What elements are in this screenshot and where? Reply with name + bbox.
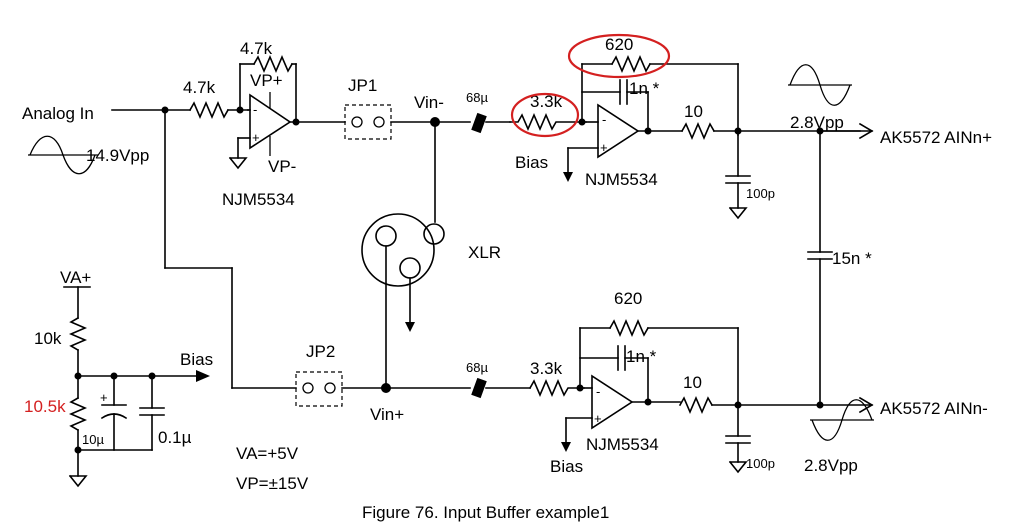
ferrite-top [471,112,487,134]
vp-note: VP=±15V [236,474,309,493]
va-plus-label: VA+ [60,268,91,287]
resistor-r10-top [680,121,716,141]
out-top-name-label: AK5572 AINn+ [880,128,992,147]
resistor-r620-top [610,54,652,74]
ground-icon [228,156,248,170]
ground-icon [728,460,748,474]
vp-plus-label: VP+ [250,71,283,90]
vin-minus-label: Vin- [414,93,444,112]
arrow-down-icon [563,172,573,182]
highlight-r620 [567,33,671,79]
arrow-down-icon [405,322,415,332]
svg-text:+: + [100,390,108,405]
r-in-label: 4.7k [183,78,216,97]
highlight-r33 [510,92,580,138]
resistor-r10k [68,316,88,352]
resistor-r-fb1 [252,54,294,74]
ferrite-bot [471,377,487,399]
opamp2-label: NJM5534 [585,170,658,189]
r620-bot-label: 620 [614,289,642,308]
ground-icon [68,474,88,488]
r10k-label: 10k [34,329,62,348]
svg-text:+: + [600,140,608,155]
opamp3-label: NJM5534 [586,435,659,454]
xlr-connector [361,213,435,287]
r33-top-label: 3.3k [530,92,563,111]
r10-top-label: 10 [684,102,703,121]
opamp-2 [597,103,640,159]
r-fb1-label: 4.7k [240,39,273,58]
c10u-label: 10µ [82,432,104,447]
c1n-top-label: 1n * [629,79,660,98]
c01u-label: 0.1µ [158,428,192,447]
vin-plus-label: Vin+ [370,405,404,424]
arrow-right-icon [196,370,210,382]
bias-bot-label: Bias [550,457,583,476]
opamp-1 [249,93,292,150]
out-bot-name-label: AK5572 AINn- [880,399,988,418]
input-amplitude-label: 14.9Vpp [86,146,149,165]
c100p-bot-label: 100p [746,456,775,471]
r620-top-label: 620 [605,35,633,54]
jp1-label: JP1 [348,76,377,95]
c15n-label: 15n * [832,249,872,268]
analog-in-label: Analog In [22,104,94,123]
c100p-top-label: 100p [746,186,775,201]
vp-minus-label: VP- [268,157,296,176]
svg-text:-: - [596,384,600,399]
jp2-label: JP2 [306,342,335,361]
r105k-label: 10.5k [24,397,66,416]
jumper-jp2 [295,371,343,407]
resistor-r-in [188,100,230,120]
resistor-r33-bot [528,378,585,398]
bias-top-label: Bias [515,153,548,172]
resistor-r10-bot [678,395,714,415]
opamp-3 [591,374,634,430]
arrow-right-icon [858,396,874,414]
r10-bot-label: 10 [683,373,702,392]
ground-icon [728,206,748,220]
svg-text:-: - [602,112,606,127]
figure-caption: Figure 76. Input Buffer example1 [362,503,609,522]
svg-text:+: + [252,130,260,145]
arrow-down-icon [561,442,571,452]
ferrite-bot-label: 68µ [466,360,488,375]
r33-bot-label: 3.3k [530,359,563,378]
resistor-r620-bot [608,318,650,338]
out-top-amp-label: 2.8Vpp [790,113,844,132]
va-note: VA=+5V [236,444,299,463]
resistor-r33-top [509,112,587,132]
opamp1-label: NJM5534 [222,190,295,209]
ferrite-top-label: 68µ [466,90,488,105]
svg-text:-: - [253,102,257,117]
xlr-label: XLR [468,243,501,262]
c1n-bot-label: 1n * [626,347,657,366]
bias-mid-label: Bias [180,350,213,369]
out-bot-amp-label: 2.8Vpp [804,456,858,475]
resistor-r105k [68,396,88,432]
svg-text:+: + [594,411,602,426]
